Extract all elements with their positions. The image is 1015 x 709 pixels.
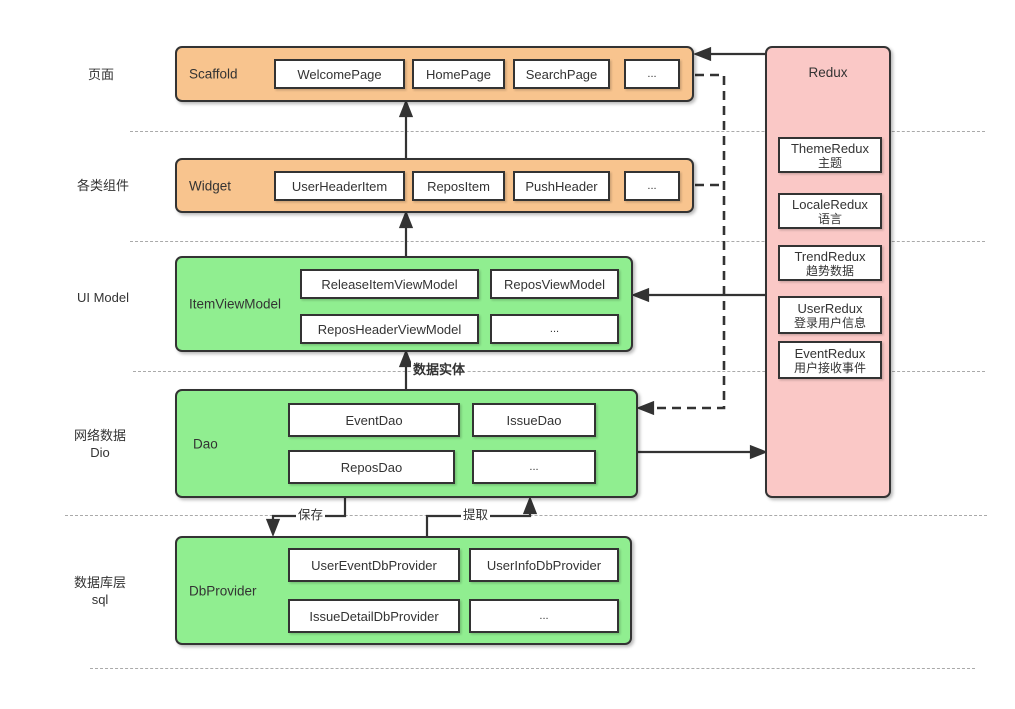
layer-box-scaffold: Scaffold WelcomePage HomePage SearchPage… <box>175 46 694 102</box>
arrowhead-left <box>630 287 650 303</box>
redux-node-desc: 趋势数据 <box>805 263 854 278</box>
side-label-text: UI Model <box>76 290 130 305</box>
arrowhead-up <box>398 348 414 368</box>
layer-box-dao: Dao EventDao IssueDao ReposDao ... <box>175 389 638 498</box>
side-label-text: 网络数据 <box>73 428 126 443</box>
layer-label-dao: Dao <box>193 436 218 451</box>
node-eventdao: EventDao <box>288 403 460 437</box>
side-label-text: 各类组件 <box>76 178 129 193</box>
layer-label-scaffold: Scaffold <box>189 66 238 82</box>
side-label-pages: 页面 <box>61 66 141 83</box>
edge-label-data-entity: 数据实体 <box>411 362 468 377</box>
node-eventredux: EventRedux 用户接收事件 <box>778 341 882 379</box>
arrowhead-right <box>749 444 769 460</box>
separator-line <box>130 241 985 242</box>
node-pages-more: ... <box>624 59 680 89</box>
layer-label-widget: Widget <box>189 178 232 193</box>
dashed-wire-pages-to-dao <box>652 73 726 410</box>
arrowhead-up <box>398 98 414 118</box>
layer-box-itemviewmodel: ItemViewModel ReleaseItemViewModel Repos… <box>175 256 633 352</box>
redux-node-desc: 主题 <box>817 155 842 170</box>
node-repositem: ReposItem <box>412 171 505 201</box>
side-label-text: sql <box>91 592 109 607</box>
redux-node-desc: 语言 <box>817 211 842 226</box>
node-dao-more: ... <box>472 450 596 484</box>
redux-node-name: UserRedux <box>797 300 863 316</box>
edge-label-save: 保存 <box>296 508 326 523</box>
arrowhead-up <box>398 209 414 229</box>
layer-box-dbprovider: DbProvider UserEventDbProvider UserInfoD… <box>175 536 632 645</box>
redux-title: Redux <box>808 65 848 80</box>
node-uimodel-more: ... <box>490 314 619 344</box>
node-issuedao: IssueDao <box>472 403 596 437</box>
node-reposdao: ReposDao <box>288 450 455 484</box>
redux-node-name: LocaleRedux <box>792 196 868 212</box>
side-label-database: 数据库层 sql <box>52 574 148 608</box>
node-userredux: UserRedux 登录用户信息 <box>778 296 882 334</box>
arrowhead-down <box>265 518 281 538</box>
node-themeredux: ThemeRedux 主题 <box>778 137 882 173</box>
side-label-text: 数据库层 <box>73 575 126 590</box>
node-trendredux: TrendRedux 趋势数据 <box>778 245 882 281</box>
node-homepage: HomePage <box>412 59 505 89</box>
side-label-uimodel: UI Model <box>55 289 151 306</box>
side-label-text: 页面 <box>87 67 114 82</box>
separator-line <box>133 371 985 372</box>
side-label-text: Dio <box>90 445 110 460</box>
node-issuedetaildbprovider: IssueDetailDbProvider <box>288 599 460 633</box>
node-widgets-more: ... <box>624 171 680 201</box>
node-reposheaderviewmodel: ReposHeaderViewModel <box>300 314 479 344</box>
redux-node-name: ThemeRedux <box>790 140 870 156</box>
node-dbprovider-more: ... <box>469 599 619 633</box>
redux-node-name: TrendRedux <box>794 248 866 264</box>
node-localeredux: LocaleRedux 语言 <box>778 193 882 229</box>
arrowhead-left <box>692 46 712 62</box>
layer-box-widget: Widget UserHeaderItem ReposItem PushHead… <box>175 158 694 213</box>
node-pushheader: PushHeader <box>513 171 610 201</box>
redux-node-desc: 登录用户信息 <box>793 315 866 330</box>
separator-line <box>90 668 975 669</box>
node-reposviewmodel: ReposViewModel <box>490 269 619 299</box>
node-releaseitemviewmodel: ReleaseItemViewModel <box>300 269 479 299</box>
edge-label-extract: 提取 <box>461 508 491 523</box>
layer-label-dbprovider: DbProvider <box>189 583 257 598</box>
redux-box: Redux ThemeRedux 主题 LocaleRedux 语言 Trend… <box>765 46 891 498</box>
node-welcomepage: WelcomePage <box>274 59 405 89</box>
side-label-network: 网络数据 Dio <box>52 427 148 461</box>
arrowhead-up <box>522 495 538 515</box>
node-userinfodbprovider: UserInfoDbProvider <box>469 548 619 582</box>
redux-node-desc: 用户接收事件 <box>793 360 866 375</box>
side-label-widgets: 各类组件 <box>55 177 151 194</box>
node-usereventdbprovider: UserEventDbProvider <box>288 548 460 582</box>
redux-node-name: EventRedux <box>794 345 866 361</box>
layer-label-itemviewmodel: ItemViewModel <box>189 296 282 312</box>
node-userheaderitem: UserHeaderItem <box>274 171 405 201</box>
node-searchpage: SearchPage <box>513 59 610 89</box>
arrowhead-left <box>635 400 655 416</box>
separator-line <box>130 131 985 132</box>
